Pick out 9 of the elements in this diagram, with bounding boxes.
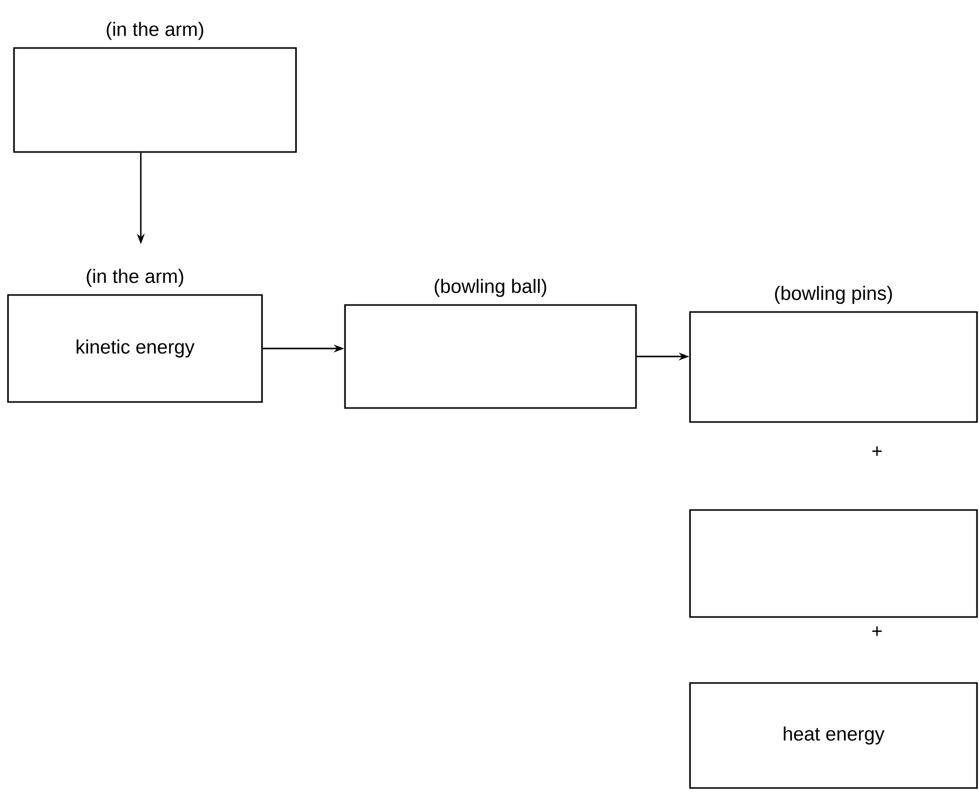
- heading: (bowling pins): [775, 286, 892, 304]
- box: kinetic energy: [7, 294, 263, 403]
- plus-sign: +: [872, 446, 882, 456]
- plus-sign: +: [872, 626, 882, 636]
- heading: (in the arm): [106, 22, 204, 40]
- box: heat energy: [689, 682, 978, 789]
- heading: (bowling ball): [434, 278, 546, 297]
- heading: (in the arm): [86, 268, 184, 287]
- box: [689, 509, 978, 618]
